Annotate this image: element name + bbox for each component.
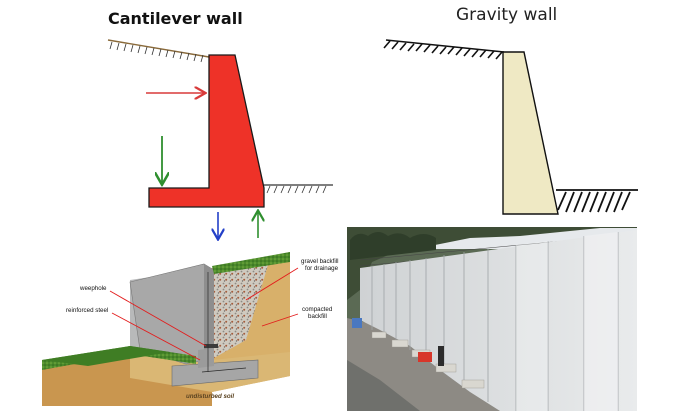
- cantilever-ground-left: [107, 39, 210, 63]
- cantilever-ground-right: [264, 184, 333, 194]
- cantilever-wall-title: Cantilever wall: [108, 9, 243, 28]
- label-compacted-line1: compacted: [302, 306, 333, 313]
- label-reinforced-steel: reinforced steel: [66, 307, 108, 314]
- label-undisturbed-soil: undisturbed soil: [186, 393, 234, 400]
- cantilever-wall-shape: [148, 54, 265, 208]
- retaining-wall-photo: [347, 227, 638, 411]
- gravity-wall-title: Gravity wall: [456, 5, 558, 25]
- gravity-wall-shape: [502, 51, 559, 215]
- gravity-ground-left: [383, 39, 505, 60]
- label-compacted-line2: backfill: [308, 313, 327, 320]
- label-gravel-line1: gravel backfill: [301, 258, 339, 265]
- label-gravel-line2: for drainage: [305, 265, 339, 272]
- gravity-ground-right: [556, 189, 638, 213]
- label-weephole: weephole: [79, 285, 107, 292]
- cross-section-illustration: weephole reinforced steel gravel backfil…: [42, 252, 339, 406]
